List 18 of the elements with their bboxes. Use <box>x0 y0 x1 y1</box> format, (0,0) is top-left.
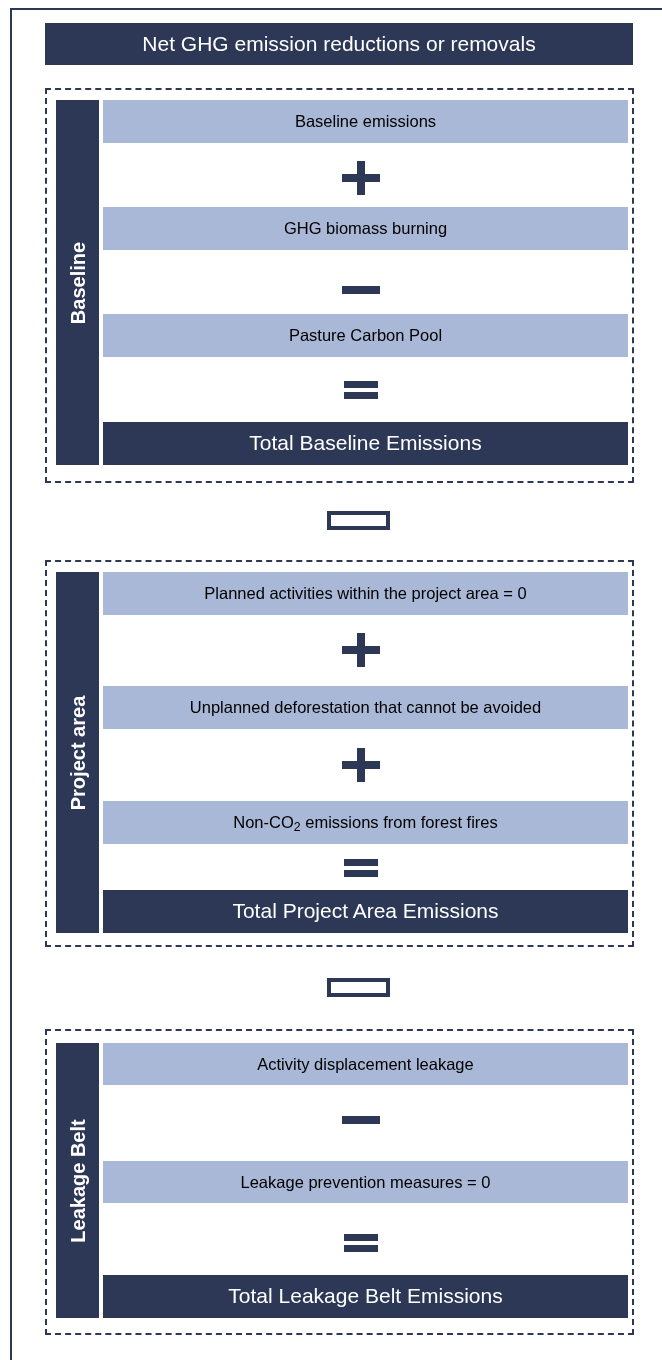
term-bar: Pasture Carbon Pool <box>103 314 628 357</box>
term-bar: Baseline emissions <box>103 100 628 143</box>
group-label: Project area <box>65 695 90 810</box>
title-bar: Net GHG emission reductions or removals <box>45 23 633 65</box>
term-bar: Unplanned deforestation that cannot be avoided <box>103 686 628 729</box>
group-label: Baseline <box>65 241 90 324</box>
term-bar: Non-CO$_{2}$ emissions from forest fires <box>103 801 628 844</box>
term-bar: Planned activities within the project area = 0 <box>103 572 628 615</box>
term-bar: GHG biomass burning <box>103 207 628 250</box>
total-bar: Total Project Area Emissions <box>103 890 628 933</box>
total-bar: Total Leakage Belt Emissions <box>103 1275 628 1318</box>
group-label: Leakage Belt <box>65 1118 90 1243</box>
total-bar: Total Baseline Emissions <box>103 422 628 465</box>
term-bar: Leakage prevention measures = 0 <box>103 1161 628 1203</box>
dashed-group-frame <box>45 560 634 947</box>
term-bar: Activity displacement leakage <box>103 1043 628 1085</box>
dashed-group-frame <box>45 1029 634 1335</box>
dashed-group-frame <box>45 88 634 483</box>
